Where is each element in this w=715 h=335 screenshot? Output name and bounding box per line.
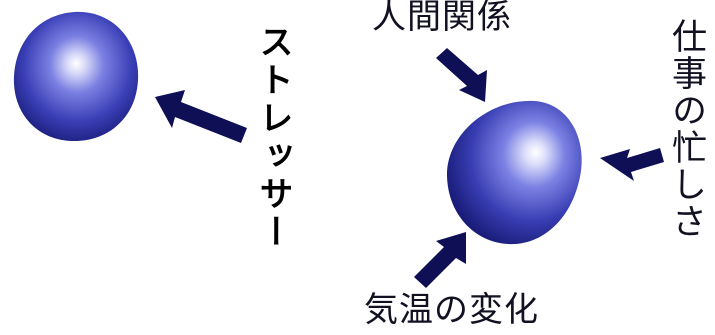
- stressor-work-busy-label: 仕事の忙しさ: [666, 18, 706, 240]
- stressor-relations-label: 人間関係: [372, 0, 512, 37]
- small-sphere: [13, 11, 139, 142]
- large-sphere: [446, 100, 582, 245]
- arrow-from-temperature: [414, 232, 466, 288]
- arrow-to-small-sphere: [155, 90, 247, 143]
- arrow-from-work-busy: [600, 148, 664, 181]
- stressor-label: ストレッサー: [253, 24, 293, 252]
- stressor-temperature-label: 気温の変化: [364, 290, 539, 330]
- arrow-from-relations: [436, 48, 487, 102]
